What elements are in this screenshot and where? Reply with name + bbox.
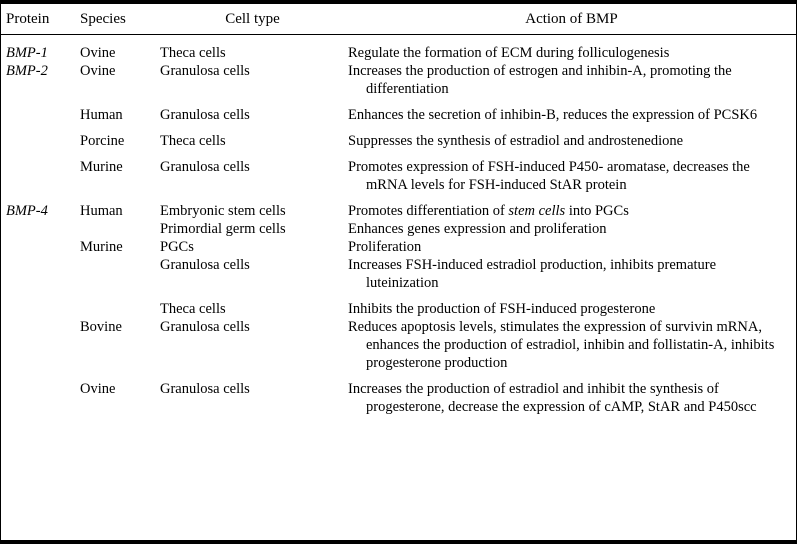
cell-species: Ovine: [80, 63, 116, 79]
cell-species: Human: [80, 203, 123, 219]
cell-cell_type: Granulosa cells: [160, 257, 250, 273]
cell-cell_type: Granulosa cells: [160, 381, 250, 397]
row-spacer: [1, 124, 796, 132]
cell-action: Increases the production of estradiol an…: [348, 381, 757, 415]
column-header-cell-type: Cell type: [159, 4, 346, 35]
cell-species: Bovine: [80, 319, 122, 335]
cell-cell_type: Granulosa cells: [160, 63, 250, 79]
bmp-table: Protein Species Cell type Action of BMP …: [1, 4, 796, 417]
table-row: Theca cells Inhibits the production of FS…: [1, 300, 796, 318]
cell-protein: [1, 158, 78, 194]
table-row: Murine PGCs Proliferation: [1, 238, 796, 256]
table-row: Primordial germ cells Enhances genes expr…: [1, 220, 796, 238]
cell-cell_type: Theca cells: [160, 133, 226, 149]
cell-species: Ovine: [80, 45, 116, 61]
cell-species: Murine: [80, 239, 123, 255]
row-spacer: [1, 372, 796, 380]
cell-cell_type: PGCs: [160, 239, 194, 255]
cell-cell_type: Theca cells: [160, 301, 226, 317]
cell-species: Murine: [80, 159, 123, 175]
cell-cell_type: Granulosa cells: [160, 319, 250, 335]
cell-action: Inhibits the production of FSH-induced p…: [348, 301, 656, 317]
table-row: BMP-2 Ovine Granulosa cells Increases the p…: [1, 62, 796, 98]
header-row: Protein Species Cell type Action of BMP: [1, 4, 796, 35]
cell-species: Human: [80, 107, 123, 123]
cell-action: Regulate the formation of ECM during fol…: [348, 45, 670, 61]
cell-action: Promotes differentiation of stem cells i…: [348, 203, 629, 219]
table-row: BMP-1 Ovine Theca cells Regulate the format…: [1, 35, 796, 63]
table-row: Bovine Granulosa cells Reduces apoptosis l…: [1, 318, 796, 372]
cell-action: Enhances genes expression and proliferat…: [348, 221, 607, 237]
cell-protein: [1, 380, 78, 416]
cell-protein: BMP-4: [6, 203, 48, 219]
cell-action: Promotes expression of FSH-induced P450-…: [348, 159, 750, 193]
cell-protein: BMP-2: [6, 63, 48, 79]
cell-cell_type: Embryonic stem cells: [160, 203, 286, 219]
cell-protein: [1, 238, 78, 256]
column-header-action: Action of BMP: [346, 4, 796, 35]
column-header-protein: Protein: [1, 4, 78, 35]
cell-action: Suppresses the synthesis of estradiol an…: [348, 133, 684, 149]
row-spacer: [1, 150, 796, 158]
cell-species: [78, 300, 159, 318]
cell-protein: [1, 318, 78, 372]
cell-species: Ovine: [80, 381, 116, 397]
cell-cell_type: Granulosa cells: [160, 159, 250, 175]
cell-action: Increases the production of estrogen and…: [348, 63, 732, 97]
cell-cell_type: Granulosa cells: [160, 107, 250, 123]
column-header-species: Species: [78, 4, 159, 35]
table-row: Murine Granulosa cells Promotes expression…: [1, 158, 796, 194]
cell-action: Reduces apoptosis levels, stimulates the…: [348, 319, 775, 371]
row-spacer: [1, 194, 796, 202]
row-spacer: [1, 98, 796, 106]
row-spacer: [1, 292, 796, 300]
table-row: Granulosa cells Increases FSH-induced est…: [1, 256, 796, 292]
table-row: BMP-4 Human Embryonic stem cells Promotes d…: [1, 202, 796, 220]
cell-species: [78, 256, 159, 292]
cell-cell_type: Theca cells: [160, 45, 226, 61]
cell-action: Increases FSH-induced estradiol producti…: [348, 257, 717, 291]
cell-species: [78, 220, 159, 238]
cell-protein: [1, 256, 78, 292]
cell-protein: [1, 132, 78, 150]
table-row: Ovine Granulosa cells Increases the produc…: [1, 380, 796, 416]
cell-protein: [1, 300, 78, 318]
table-header: Protein Species Cell type Action of BMP: [1, 4, 796, 35]
cell-action: Proliferation: [348, 239, 422, 255]
table-row: Human Granulosa cells Enhances the secreti…: [1, 106, 796, 124]
cell-action: Enhances the secretion of inhibin-B, red…: [348, 107, 758, 123]
cell-species: Porcine: [80, 133, 125, 149]
cell-protein: [1, 106, 78, 124]
cell-protein: [1, 220, 78, 238]
cell-cell_type: Primordial germ cells: [160, 221, 286, 237]
cell-protein: BMP-1: [6, 45, 48, 61]
table-row: Porcine Theca cells Suppresses the synthes…: [1, 132, 796, 150]
